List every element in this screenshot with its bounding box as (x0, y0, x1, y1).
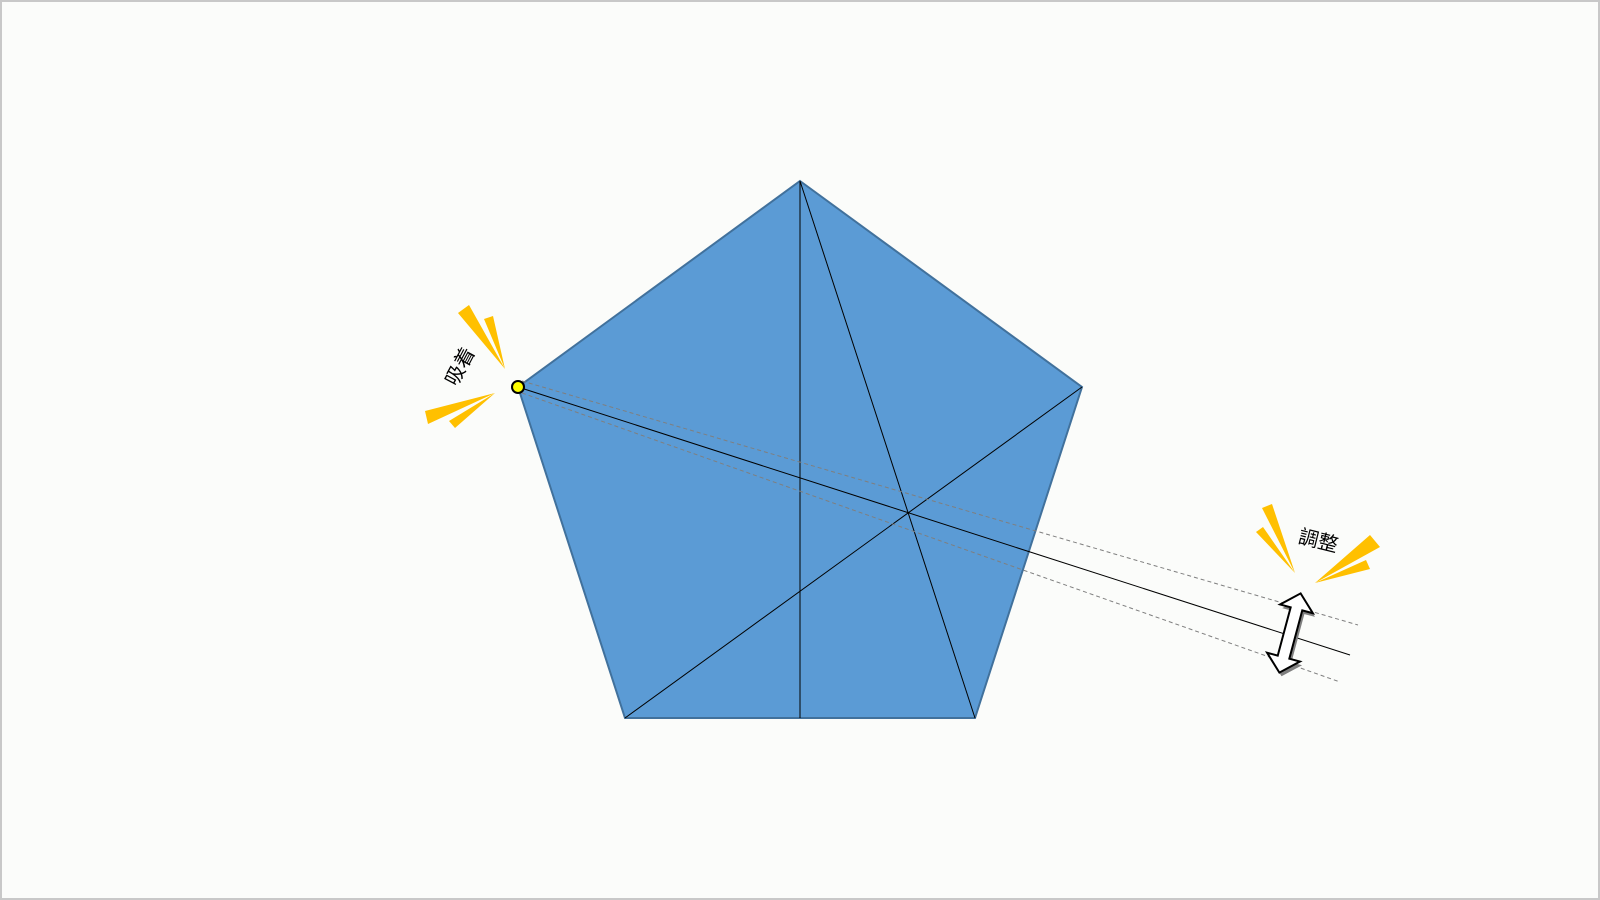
adjustable-line[interactable] (517, 386, 1351, 656)
snap-burst-icon (425, 305, 505, 428)
pentagon-internal-lines (517, 180, 1351, 719)
snap-point-icon[interactable] (511, 380, 525, 394)
diagonal-right-to-bottom-left (624, 386, 1083, 719)
guide-lines (521, 380, 1359, 683)
diagonal-top-to-bottom-right (799, 180, 976, 719)
adjust-burst-icon (1256, 504, 1380, 583)
guide-line-lower (521, 392, 1341, 683)
guide-line-upper (521, 380, 1359, 626)
double-arrow-icon[interactable] (1262, 589, 1320, 681)
